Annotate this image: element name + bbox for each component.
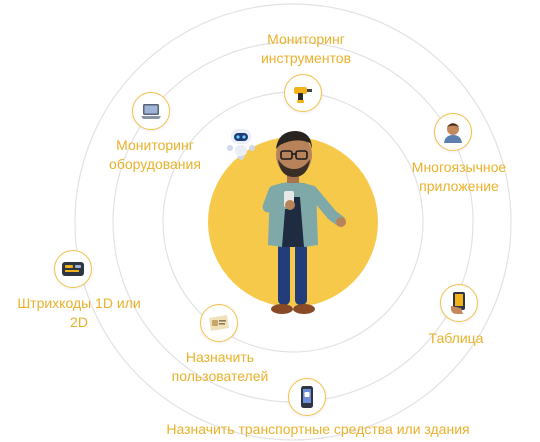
feature-label-equipment: Мониторинг оборудования <box>109 137 201 172</box>
feature-label-tablet: Таблица <box>428 330 484 346</box>
feature-node-assign-users[interactable] <box>200 304 238 342</box>
feature-label-assign-vehicles: Назначить транспортные средства или здан… <box>166 421 470 437</box>
feature-label-multilang: Многоязычное приложение <box>411 159 507 194</box>
feature-node-barcodes[interactable] <box>54 250 92 288</box>
feature-label-barcodes: Штрихкоды 1D или 2D <box>17 295 141 330</box>
barcode-scanner-icon <box>62 262 84 276</box>
drill-icon <box>294 87 312 103</box>
feature-node-assign-vehicles[interactable] <box>288 378 326 416</box>
phone-app-icon <box>301 386 313 408</box>
feature-label-tools: Мониторинг инструментов <box>260 31 352 66</box>
person-avatar-icon <box>444 123 462 143</box>
tablet-hand-icon <box>450 292 465 314</box>
id-card-icon <box>209 315 229 331</box>
feature-label-assign-users: Назначить пользователей <box>171 349 269 384</box>
laptop-icon <box>141 104 161 119</box>
feature-node-equipment[interactable] <box>132 92 170 130</box>
man-with-phone-illustration <box>262 131 346 314</box>
feature-node-tablet[interactable] <box>440 284 478 322</box>
feature-node-multilang[interactable] <box>434 113 472 151</box>
feature-node-tools[interactable] <box>284 74 322 112</box>
robot-mascot-icon <box>227 129 255 160</box>
